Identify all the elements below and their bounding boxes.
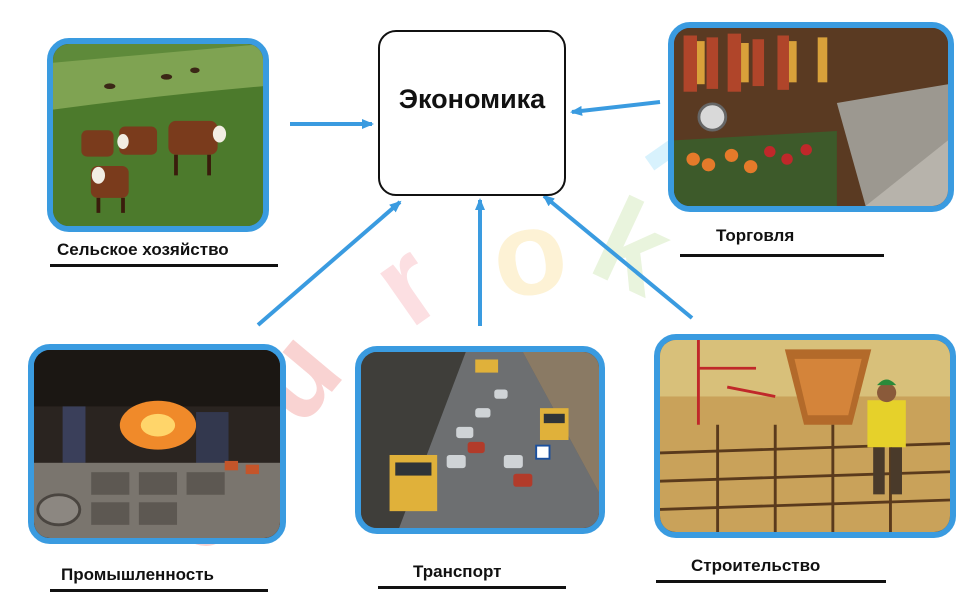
arrow-construction	[542, 194, 694, 320]
label-agriculture: Сельское хозяйство	[57, 240, 229, 259]
construction-photo	[654, 334, 956, 538]
label-transport: Транспорт	[413, 562, 502, 581]
label-industry: Промышленность	[61, 565, 214, 584]
trade-photo	[668, 22, 954, 212]
underline-industry	[50, 589, 268, 592]
agriculture-photo	[47, 38, 269, 232]
underline-construction	[656, 580, 886, 583]
arrow-industry	[256, 200, 402, 327]
arrow-trade	[570, 100, 661, 116]
industry-photo	[28, 344, 286, 544]
underline-transport	[378, 586, 566, 589]
label-trade: Торговля	[716, 226, 795, 245]
underline-trade	[680, 254, 884, 257]
underline-agriculture	[50, 264, 278, 267]
center-title: Экономика	[398, 83, 546, 114]
transport-photo	[355, 346, 605, 534]
label-construction: Строительство	[691, 556, 821, 575]
center-node: Экономика	[378, 30, 566, 196]
